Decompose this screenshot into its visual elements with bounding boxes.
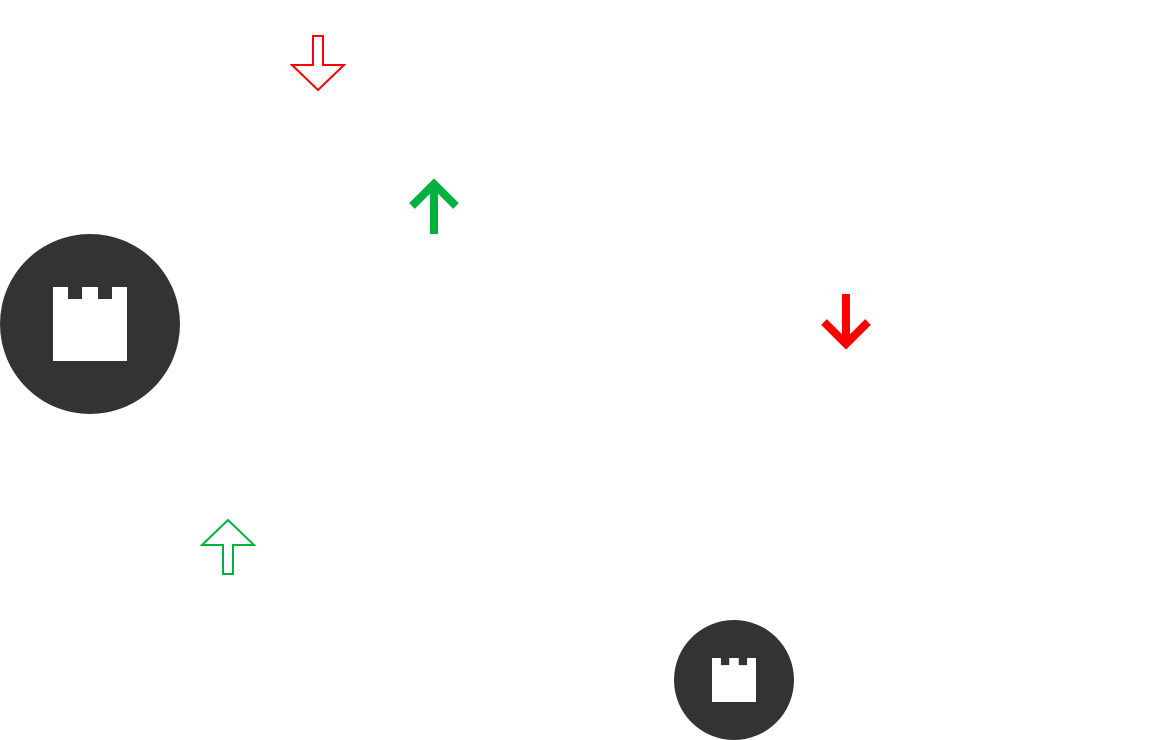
castle-tower-badge-large bbox=[0, 234, 180, 414]
down-arrow-outline-icon bbox=[290, 35, 346, 92]
castle-tower-badge-small bbox=[674, 620, 794, 740]
castle-tower-icon bbox=[53, 287, 127, 361]
down-arrow-bold-icon bbox=[821, 294, 871, 350]
up-arrow-outline-icon bbox=[200, 518, 256, 575]
castle-tower-icon bbox=[712, 658, 756, 702]
up-arrow-bold-icon bbox=[409, 178, 459, 234]
